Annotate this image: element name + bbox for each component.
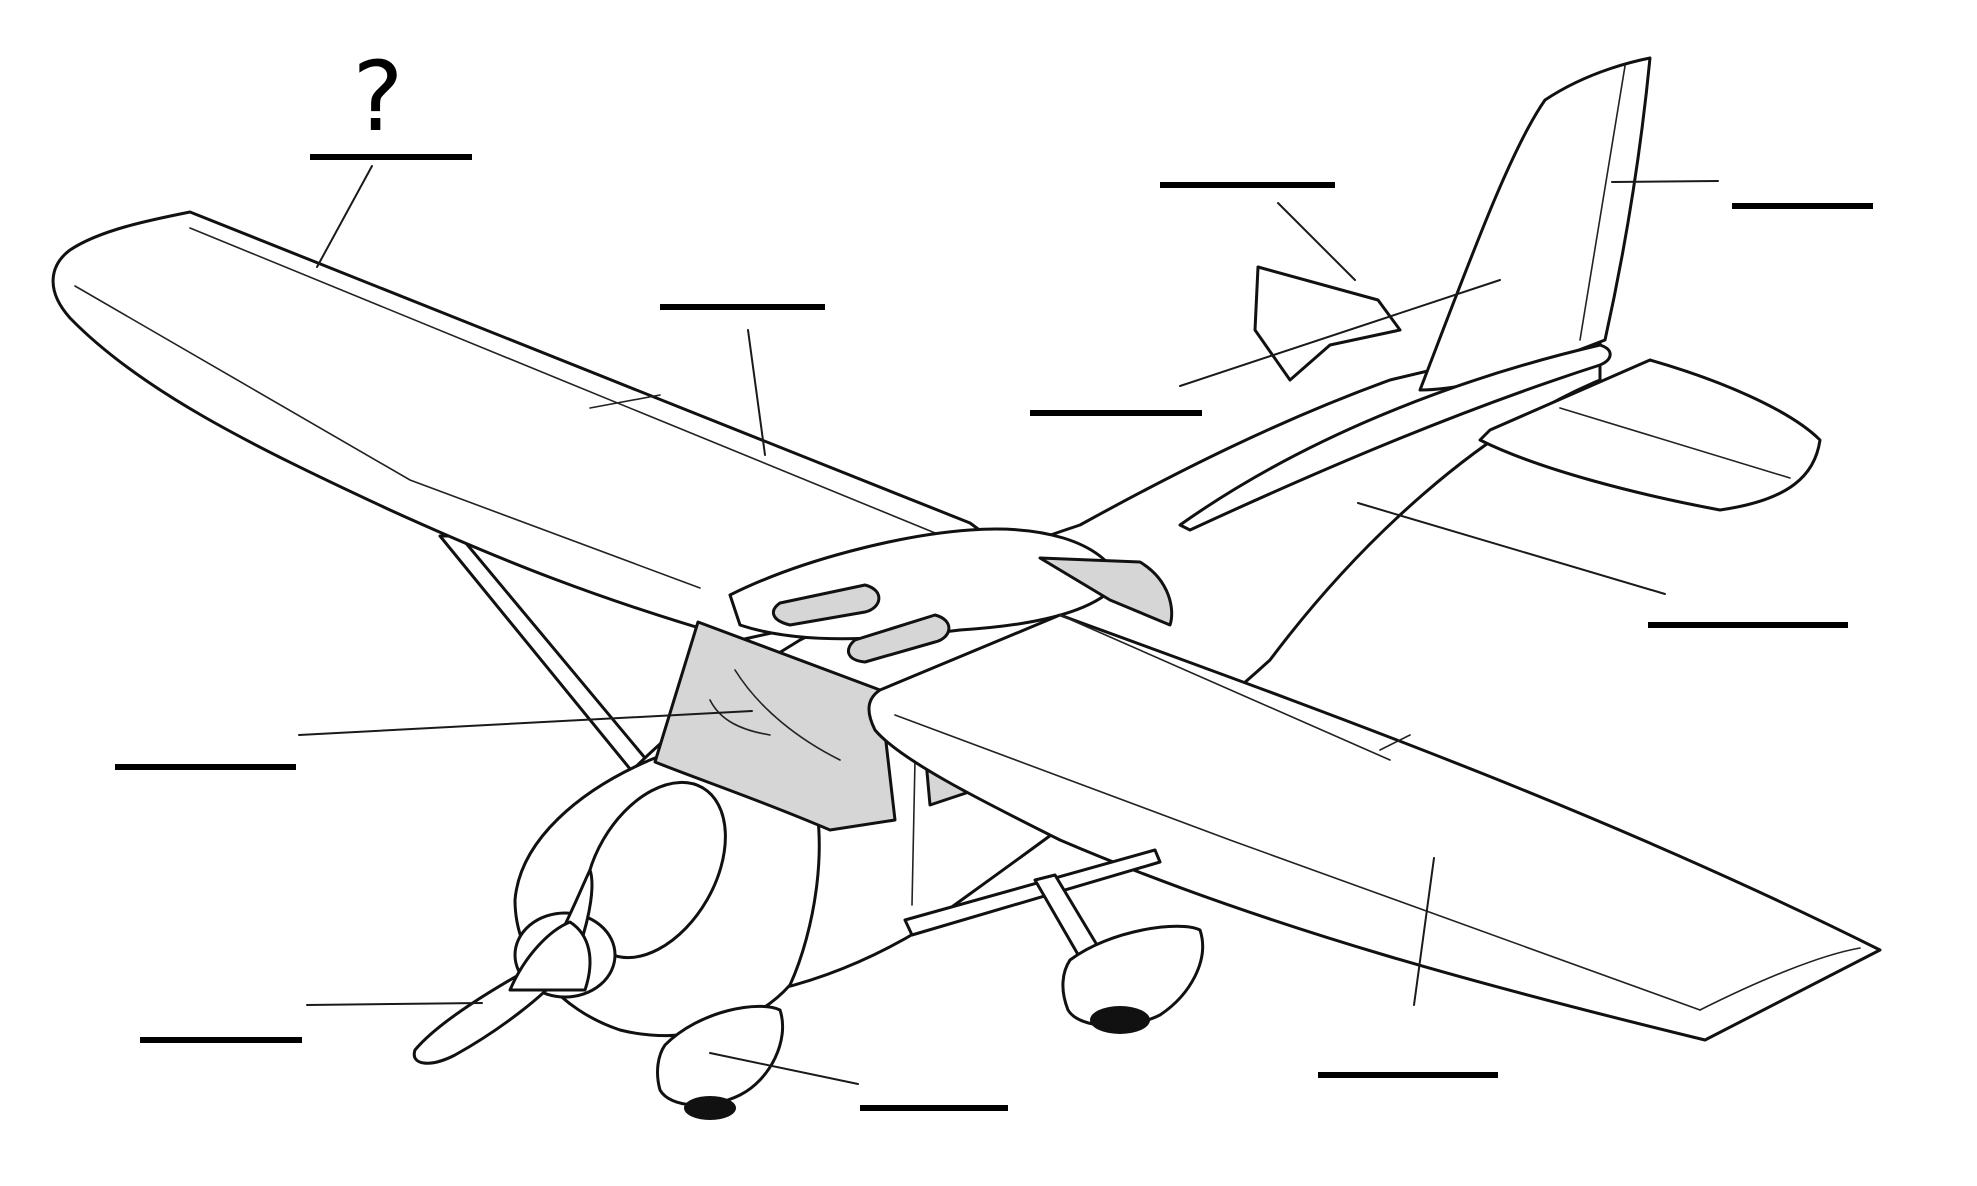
right-wing-strut [903,848,1162,937]
leader-line-flap [1413,857,1435,1006]
elevator-hinge-line [1559,407,1791,479]
door-post [911,759,916,906]
leader-line-wing [316,165,373,268]
right-wing-tip-line [1699,947,1861,1011]
leader-line-propeller [306,1002,483,1006]
vertical-stabilizer [1418,56,1652,392]
leader-line-horizontal-stabilizer [1357,502,1666,595]
nose-wheel-tire [684,1096,736,1120]
left-wing [51,210,1022,642]
right-flap-line [1059,614,1391,761]
airplane-drawing [51,56,1882,1120]
dorsal-fin [1178,343,1612,532]
label-group: ? [115,41,1873,1111]
leader-line-aileron [747,329,766,456]
left-wing-leading-edge-line [189,227,941,536]
left-aileron-hinge [589,394,661,409]
question-mark-label: ? [353,41,404,153]
leader-line-elevator [1277,202,1356,281]
left-horizontal-stabilizer [1253,265,1402,382]
skylight-window-1 [772,583,881,627]
main-wheel-tire [1090,1006,1150,1034]
skylight-window-2 [847,613,951,664]
leader-line-cockpit [298,710,753,736]
windshield-reflection-2 [709,699,771,736]
left-aileron-line [74,285,701,589]
rudder-hinge-line [1579,65,1626,341]
leader-line-landing-gear [709,1052,859,1085]
propeller-spinner [508,920,592,992]
windshield [653,620,897,832]
leader-line-rudder [1611,180,1719,183]
right-wing-trailing-edge-line [894,714,1701,1011]
leader-line-vertical-stabilizer [1179,279,1501,387]
windshield-reflection [734,669,841,761]
right-flap-hinge [1379,734,1411,751]
right-wing [867,613,1882,1042]
main-wheel-fairing [1061,924,1205,1028]
rear-window [1038,556,1174,627]
